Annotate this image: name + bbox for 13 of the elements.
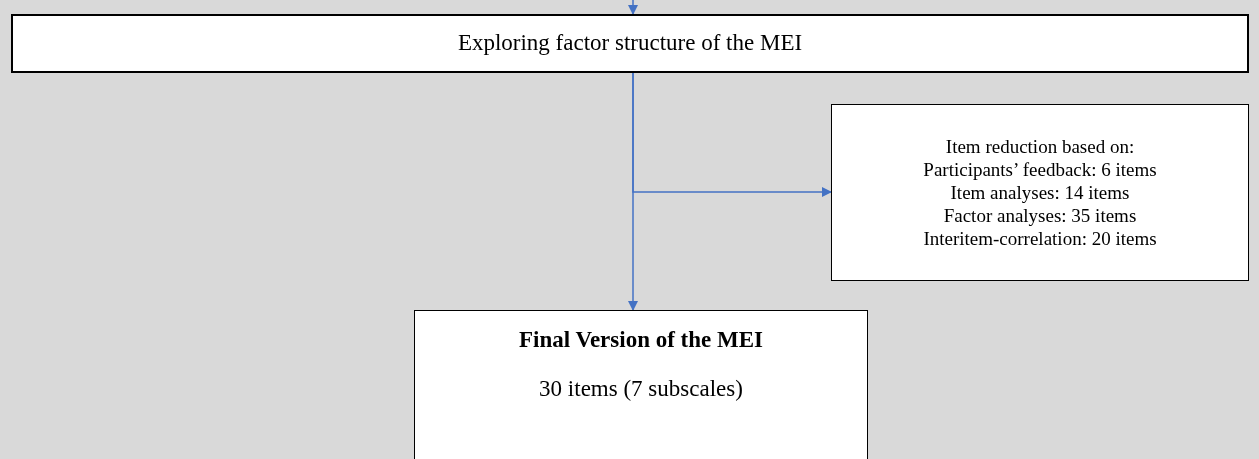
process-box (831, 104, 1249, 281)
box-text: Participants’ feedback: 6 items (923, 158, 1157, 181)
box-text: Item reduction based on: (945, 135, 1135, 158)
arrow (628, 0, 638, 15)
process-box (11, 14, 1249, 73)
process-box (414, 310, 868, 459)
arrow (628, 72, 638, 311)
box-text: Interitem-correlation: 20 items (923, 227, 1157, 250)
box-text: Factor analyses: 35 items (943, 204, 1137, 227)
box-text: Item analyses: 14 items (950, 181, 1130, 204)
box-text: Exploring factor structure of the MEI (457, 29, 803, 58)
box-text: 30 items (7 subscales) (539, 374, 743, 403)
box-heading: Final Version of the MEI (518, 326, 764, 354)
